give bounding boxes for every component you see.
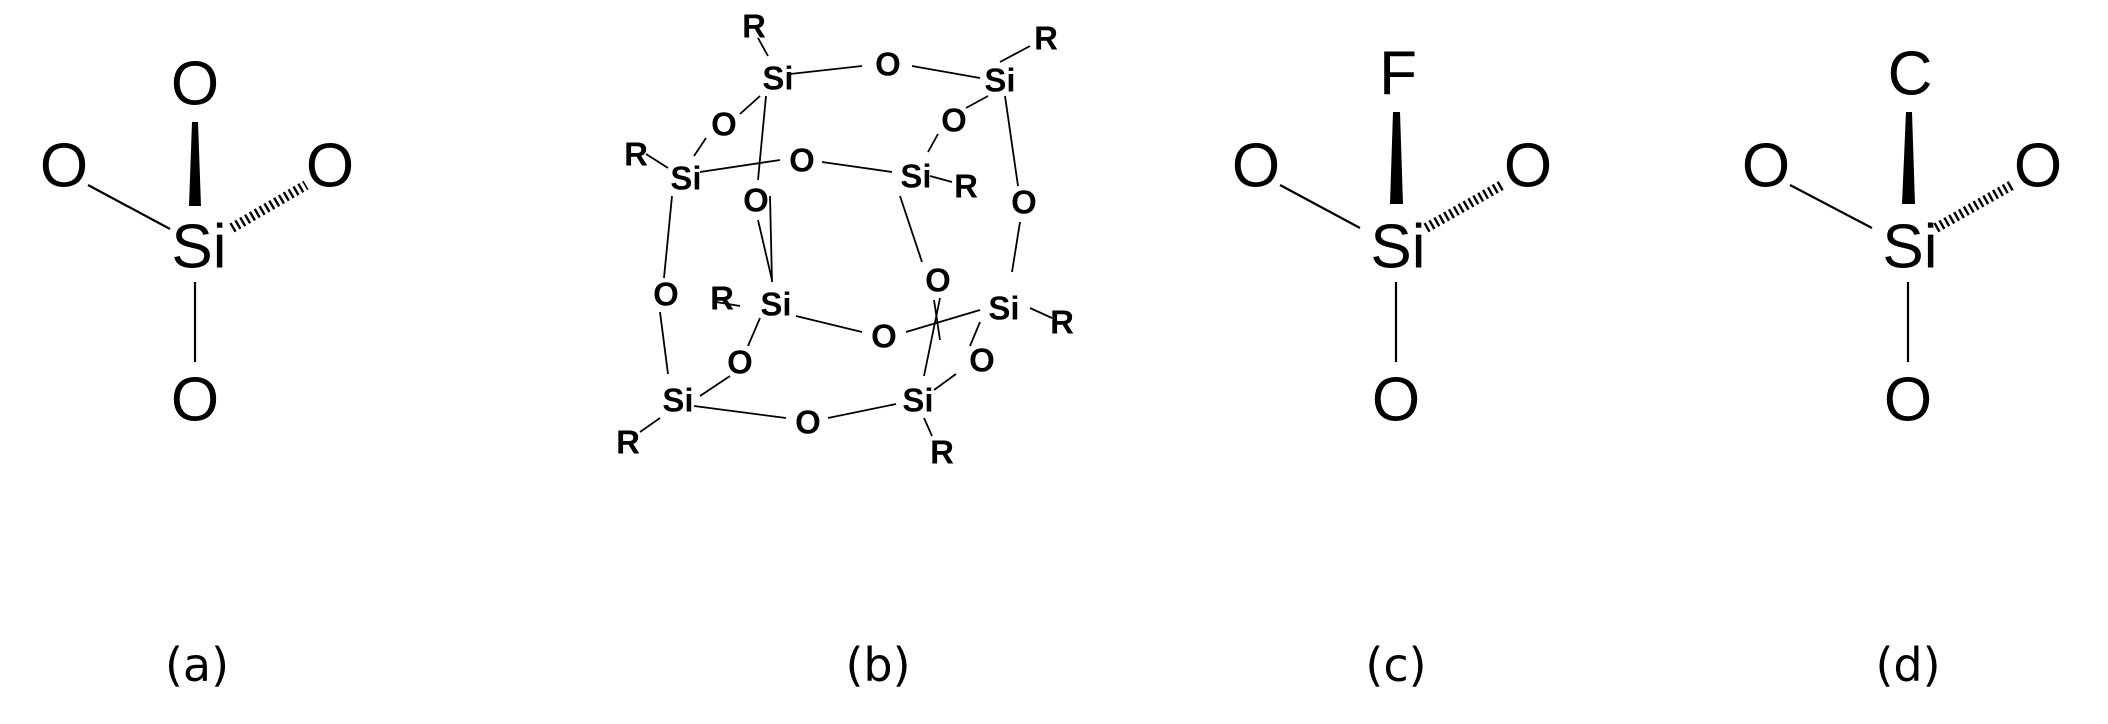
panel-a-hash-right	[229, 180, 309, 233]
panel-b-r-8: R	[930, 434, 954, 471]
panel-b-o-1: O	[875, 46, 901, 83]
panel-b-si-low-right: Si	[988, 290, 1019, 327]
panel-c: F O O Si O (c)	[1232, 40, 1552, 693]
panel-b-caption: (b)	[845, 638, 910, 692]
panel-b-o-3: O	[941, 102, 967, 139]
panel-a-atom-center: Si	[171, 213, 226, 282]
panel-c-hash-right	[1423, 180, 1505, 233]
panel-c-atom-left: O	[1232, 132, 1280, 201]
panel-d-bonds	[1789, 112, 2015, 362]
panel-b-si-mid-left: Si	[670, 160, 701, 197]
panel-a-caption: (a)	[165, 638, 229, 692]
panel-b-r-7: R	[616, 424, 640, 461]
panel-c-bonds	[1279, 112, 1505, 362]
panel-c-atom-bottom: O	[1372, 366, 1420, 435]
panel-b-o-11: O	[969, 342, 995, 379]
panel-b-bonds	[639, 37, 1053, 437]
panel-d-atom-center: Si	[1882, 213, 1937, 282]
panel-c-atom-right: O	[1504, 132, 1552, 201]
panel-b-o-4: O	[789, 142, 815, 179]
panel-a-bonds	[87, 122, 309, 362]
panel-b-r-4: R	[954, 168, 978, 205]
panel-a-bond-left	[87, 184, 171, 230]
panel-a-atom-bottom: O	[171, 366, 219, 435]
panel-d-atom-left: O	[1742, 132, 1790, 201]
panel-b-o-9: O	[871, 318, 897, 355]
panel-b-r-6: R	[1050, 304, 1074, 341]
panel-b-si-top-left: Si	[762, 60, 793, 97]
panel-d-caption: (d)	[1875, 638, 1940, 692]
panel-b-o-7: O	[653, 276, 679, 313]
panel-d-hash-right	[1933, 180, 2015, 233]
panel-b-r-1: R	[742, 8, 766, 45]
panel-b-r-3: R	[624, 136, 648, 173]
panel-c-atom-top: F	[1379, 40, 1417, 109]
panel-b-si-bottom-right: Si	[902, 382, 933, 419]
panel-b-r-5: R	[710, 280, 734, 317]
panel-b-o-6: O	[1011, 184, 1037, 221]
panel-b-si-low-left: Si	[760, 286, 791, 323]
panel-c-atom-center: Si	[1370, 213, 1425, 282]
panel-a-atom-left: O	[40, 132, 88, 201]
panel-a-atom-top: O	[171, 50, 219, 119]
panel-a-wedge-top	[189, 122, 201, 206]
panel-d-wedge-top	[1902, 112, 1915, 204]
panel-b-o-8: O	[925, 262, 951, 299]
panel-d: C O O Si O (d)	[1742, 40, 2062, 693]
panel-b-o-5: O	[743, 182, 769, 219]
panel-a: O O O Si O (a)	[40, 50, 354, 693]
panel-c-bond-left	[1279, 184, 1361, 229]
panel-d-atom-right: O	[2014, 132, 2062, 201]
panel-b-si-mid-right: Si	[900, 158, 931, 195]
panel-a-atom-right: O	[306, 132, 354, 201]
panel-b: Si Si Si Si Si Si Si Si O O O O O O O O …	[616, 8, 1074, 693]
panel-c-caption: (c)	[1365, 638, 1426, 692]
panel-b-o-12: O	[795, 404, 821, 441]
panel-b-o-10: O	[727, 344, 753, 381]
panel-c-wedge-top	[1390, 112, 1403, 204]
panel-b-r-2: R	[1034, 20, 1058, 57]
panel-b-si-top-right: Si	[984, 62, 1015, 99]
panel-d-atom-top: C	[1888, 40, 1933, 109]
panel-d-atom-bottom: O	[1884, 366, 1932, 435]
panel-b-o-2: O	[711, 106, 737, 143]
panel-d-bond-left	[1789, 184, 1873, 229]
panel-b-si-bottom-left: Si	[662, 382, 693, 419]
